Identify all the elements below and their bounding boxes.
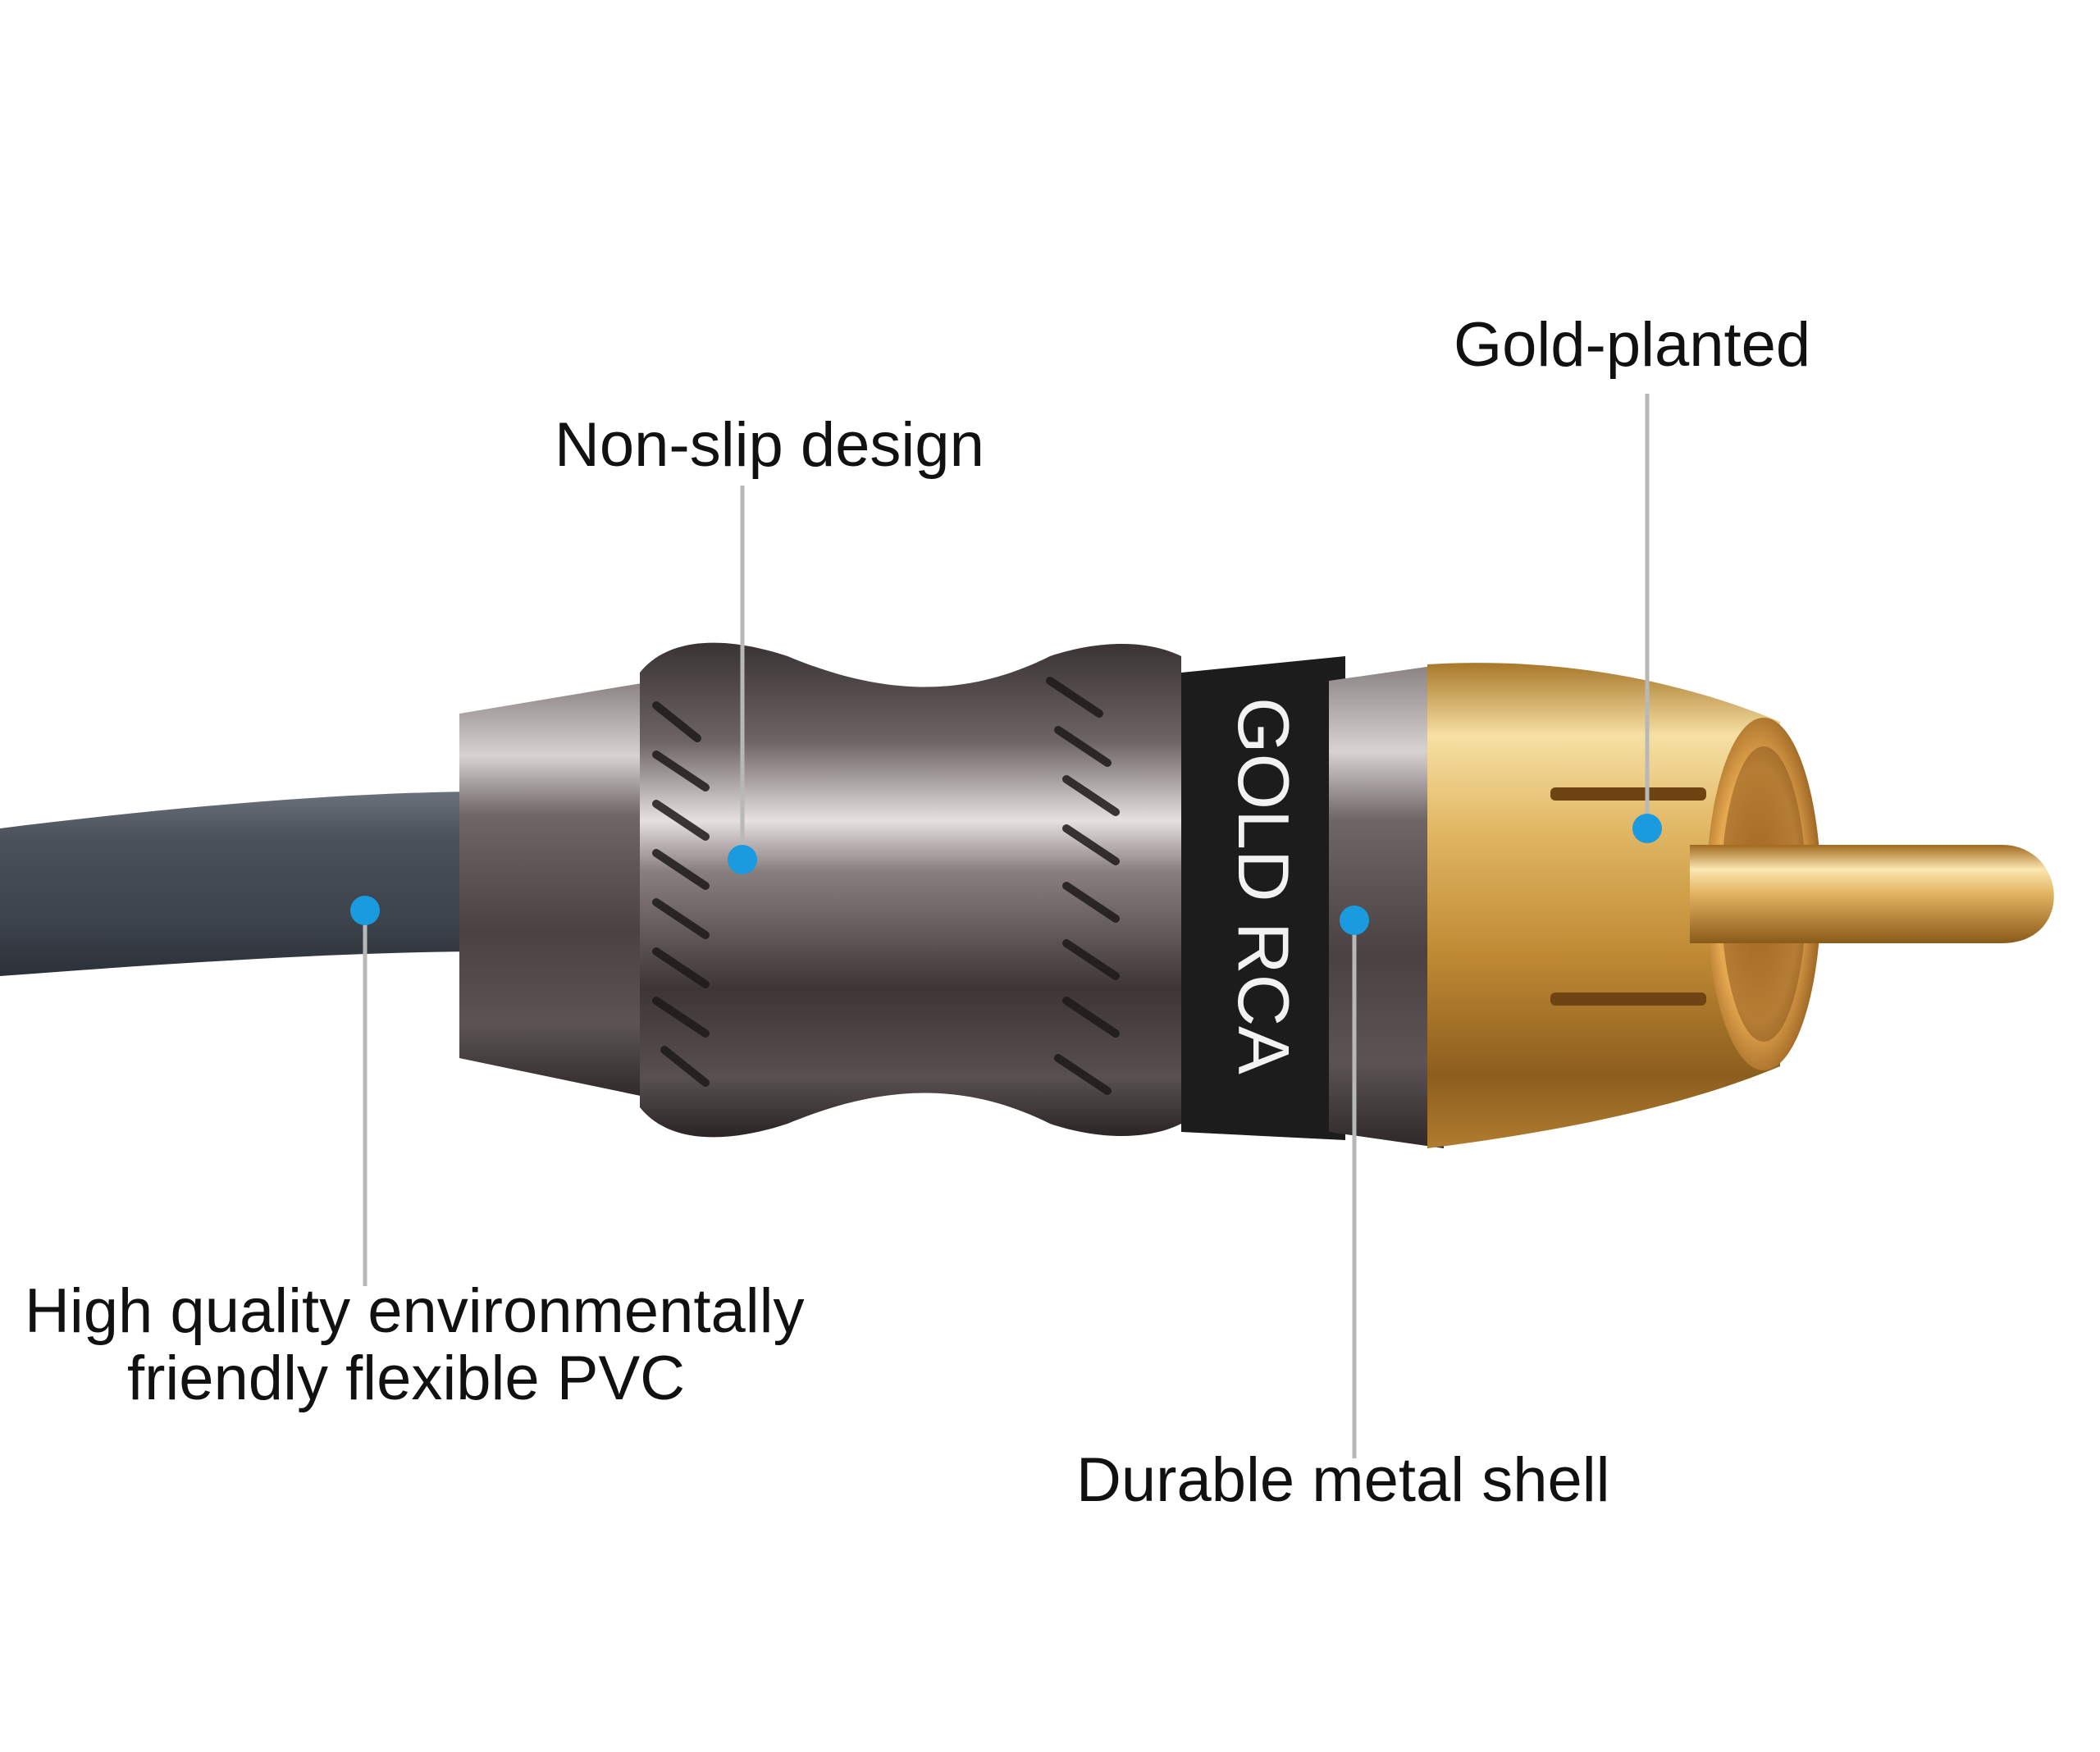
leader-lines: [363, 394, 1650, 1458]
metal-collar: [1329, 664, 1444, 1148]
callout-dots: [350, 814, 1662, 935]
callout-non-slip: Non-slip design: [555, 410, 984, 480]
callout-pvc-line2: friendly flexible PVC: [126, 1344, 686, 1414]
pvc-cable: [0, 792, 492, 976]
gold-shell: [1427, 663, 1780, 1148]
callout-pvc: High quality environmentally friendly fl…: [25, 1276, 805, 1414]
callout-metal-shell: Durable metal shell: [1076, 1445, 1610, 1515]
callout-pvc-line1: High quality environmentally: [25, 1276, 805, 1346]
center-pin: [1690, 845, 2054, 943]
label-ring: [1181, 656, 1345, 1140]
callout-dot-icon: [728, 845, 757, 874]
callout-gold-plated: Gold-planted: [1454, 310, 1811, 380]
ring-lettering: GOLD RCA: [1223, 697, 1304, 1074]
svg-text:GOLD RCA: GOLD RCA: [1223, 697, 1304, 1074]
callout-dot-icon: [350, 896, 380, 925]
knurl-grooves: [652, 677, 1120, 1095]
callout-dot-icon: [1340, 906, 1369, 935]
callout-dot-icon: [1632, 814, 1662, 843]
rear-sleeve: [459, 681, 656, 1099]
grip-body: [640, 642, 1181, 1138]
